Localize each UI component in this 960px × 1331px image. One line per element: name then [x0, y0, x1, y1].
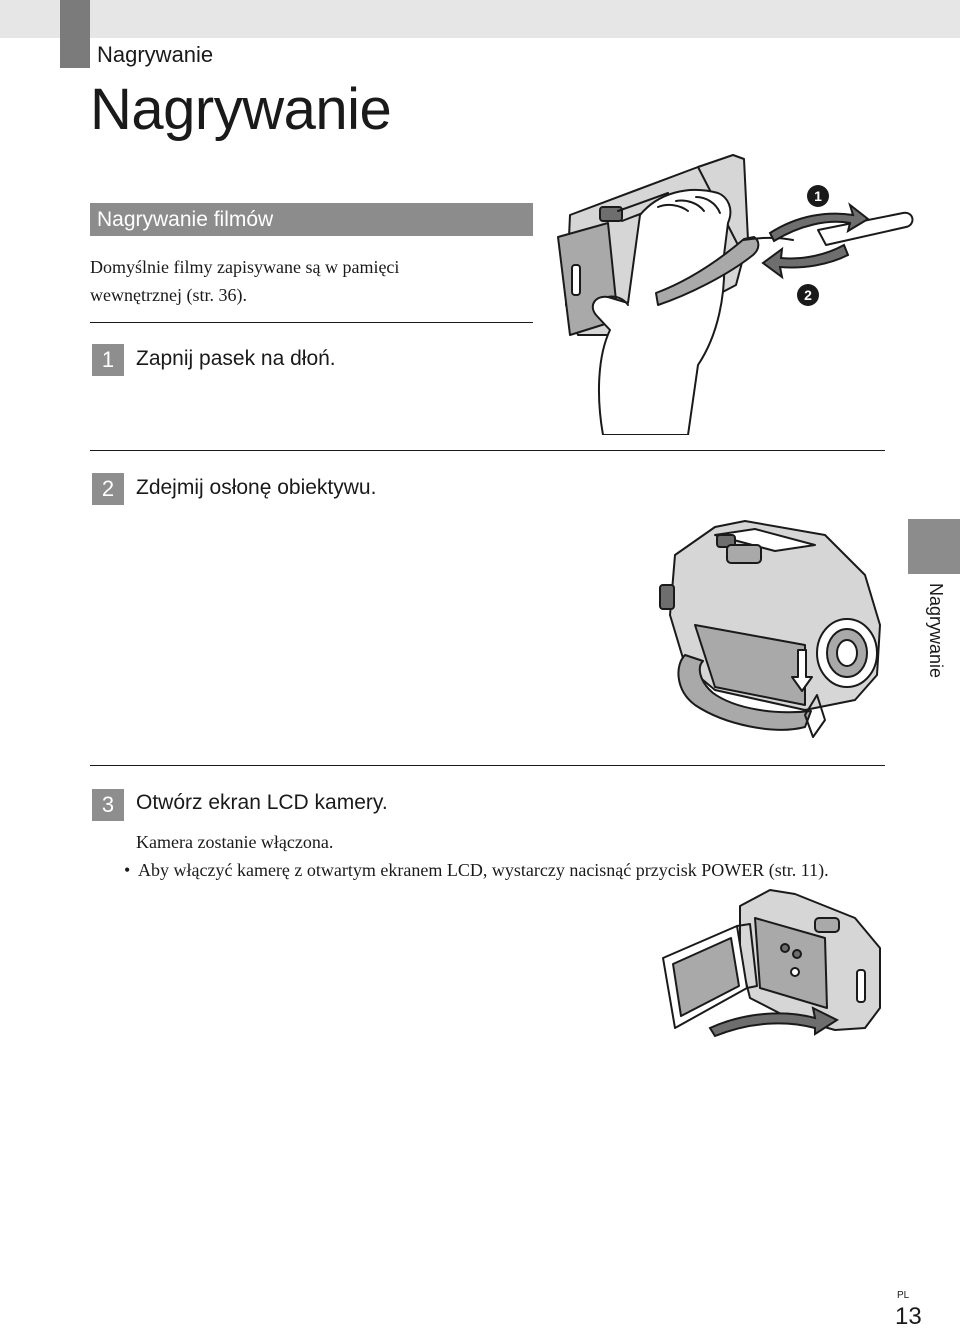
divider-rule-3 — [90, 765, 885, 766]
callout-2: 2 — [804, 287, 812, 303]
header-band — [0, 0, 960, 38]
language-code: PL — [897, 1290, 910, 1301]
section-heading-bar: Nagrywanie filmów — [90, 203, 533, 236]
numbered-circle-icon — [797, 284, 819, 306]
divider-rule-2 — [90, 450, 885, 451]
intro-line-2: wewnętrznej (str. 36). — [90, 285, 247, 305]
step-number-1: 1 — [92, 344, 124, 376]
illustration-open-lcd — [662, 889, 881, 1038]
step-text-3: Otwórz ekran LCD kamery. — [136, 791, 388, 814]
side-tab-label: Nagrywanie — [926, 583, 946, 679]
step-3-note: Kamera zostanie włączona. — [136, 832, 334, 852]
callout-1: 1 — [814, 188, 822, 204]
step-number-2: 2 — [92, 473, 124, 505]
illustration-lens-cover — [659, 520, 881, 738]
intro-text: Domyślnie filmy zapisywane są w pamięci … — [90, 253, 530, 309]
step-3-bullet: • Aby włączyć kamerę z otwartym ekranem L… — [124, 856, 829, 884]
step-text-1: Zapnij pasek na dłoń. — [136, 347, 336, 370]
side-tab-marker — [908, 519, 960, 574]
section-heading: Nagrywanie filmów — [97, 208, 274, 231]
bullet-icon: • — [124, 860, 131, 880]
page-title: Nagrywanie — [90, 77, 392, 142]
step-number-3: 3 — [92, 789, 124, 821]
numbered-circle-icon — [807, 185, 829, 207]
intro-line-1: Domyślnie filmy zapisywane są w pamięci — [90, 257, 400, 277]
section-label: Nagrywanie — [97, 42, 214, 67]
page-number: 13 — [895, 1303, 922, 1330]
step-3-bullet-text: Aby włączyć kamerę z otwartym ekranem LC… — [138, 860, 829, 880]
divider-rule-1 — [90, 322, 533, 323]
illustration-strap — [557, 154, 914, 435]
step-text-2: Zdejmij osłonę obiektywu. — [136, 476, 377, 499]
header-block — [60, 0, 90, 68]
